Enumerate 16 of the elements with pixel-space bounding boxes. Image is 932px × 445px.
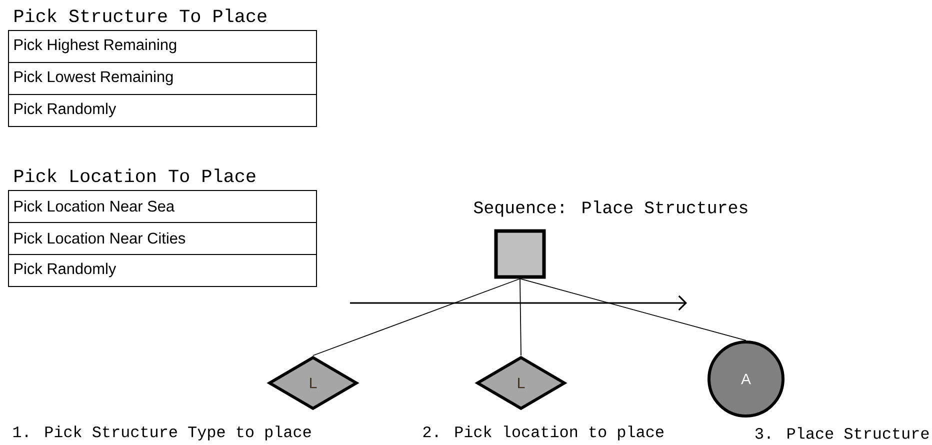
table-heading: Pick Structure To Place (14, 8, 266, 22)
table-heading: Pick Location To Place (14, 168, 256, 182)
node-caption: 2. Pick location to place (423, 426, 664, 440)
sequence-node: Sequence: Place Structures (474, 200, 748, 279)
connector-line (520, 278, 746, 341)
table-row: Pick Location Near Sea (8, 190, 317, 223)
table-row: Pick Location Near Cities (8, 222, 317, 255)
table-row: Pick Randomly (8, 94, 317, 127)
table-row: Pick Lowest Remaining (8, 62, 317, 95)
connector-line (312, 278, 520, 356)
node-label: Sequence: Place Structures (474, 200, 748, 217)
node-caption: 3. Place Structure (755, 427, 929, 439)
connector-line (520, 278, 522, 356)
table-row: Pick Highest Remaining (8, 30, 317, 63)
table-row: Pick Randomly (8, 254, 317, 287)
node-caption: 1. Pick Structure Type to place (13, 426, 311, 440)
